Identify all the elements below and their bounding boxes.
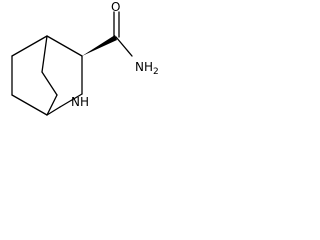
bond-c7-c8	[41, 71, 58, 96]
bond-carbonyl-amide-n	[115, 36, 133, 57]
bond-c4-c7	[41, 35, 48, 73]
stereo-wedge-bond	[82, 35, 117, 56]
chemical-structure: O NH2 NH	[11, 0, 159, 116]
amide-nitrogen-label: NH2	[135, 60, 159, 77]
bond-n2-c1	[59, 93, 83, 108]
amide-nitrogen-subscript: 2	[153, 67, 159, 77]
bond-c6-c1	[11, 94, 48, 116]
bond-c4-c5	[11, 35, 48, 57]
amide-nitrogen-text: NH	[135, 60, 153, 74]
ring-nitrogen-label: NH	[71, 95, 89, 109]
bond-c8-c1	[46, 94, 58, 116]
bond-c4-c3	[46, 35, 83, 57]
atom-labels: O NH2 NH	[71, 0, 159, 109]
oxygen-label: O	[111, 0, 120, 14]
bond-c1-n2-link	[46, 106, 61, 116]
carboxamide-group	[82, 11, 133, 57]
bicyclic-ring-bonds	[11, 35, 83, 116]
